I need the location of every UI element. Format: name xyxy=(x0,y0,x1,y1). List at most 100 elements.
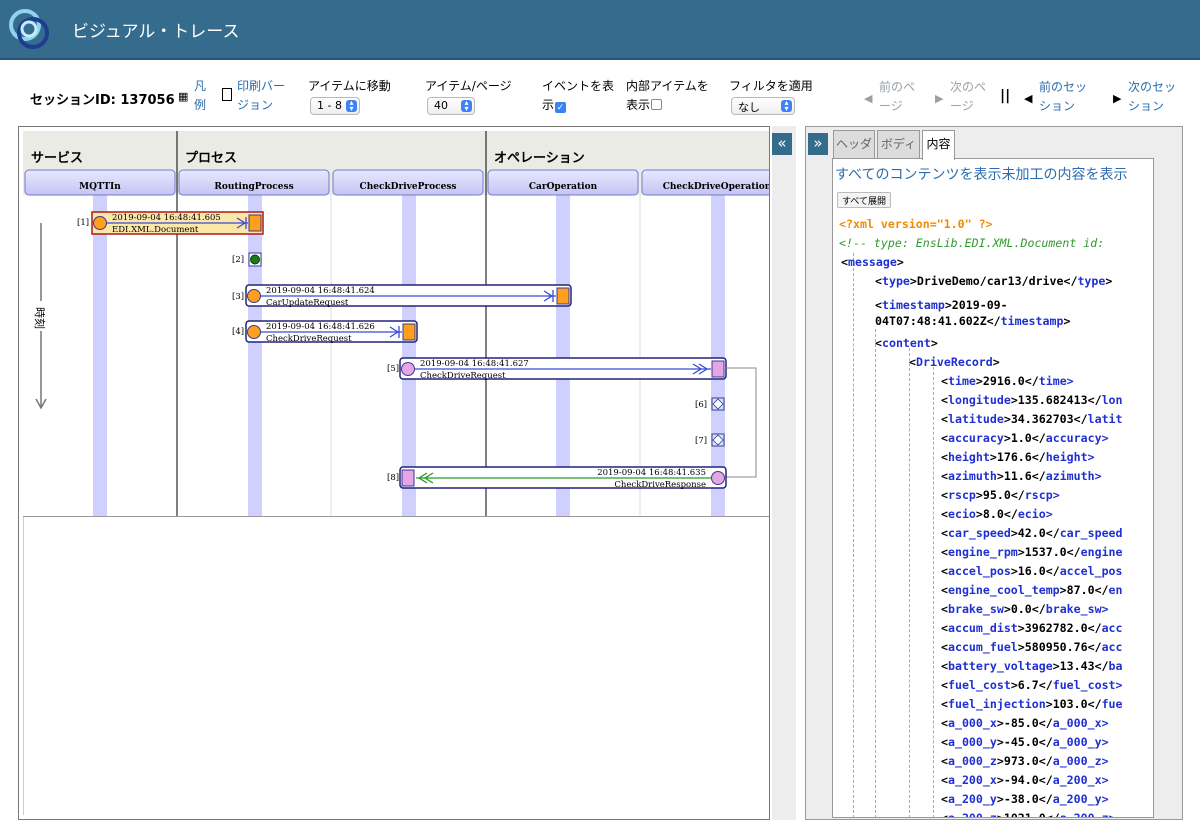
lifeline-routingprocess xyxy=(248,195,262,516)
prev-session-button[interactable]: ◀ 前のセッ ション xyxy=(1024,78,1094,118)
double-chevron-right-icon: » xyxy=(813,134,823,152)
show-events-text: 示 xyxy=(542,98,555,112)
filter-value: なし xyxy=(738,101,760,114)
message-3[interactable]: [3] 2019-09-04 16:48:41.624 CarUpdateReq… xyxy=(232,284,572,308)
xml-field-rscp[interactable]: <rscp>95.0</rscp> xyxy=(941,488,1060,502)
expand-panel-button[interactable]: » xyxy=(808,133,828,155)
host-caroperation[interactable]: CarOperation xyxy=(487,169,639,196)
per-page-value: 40 xyxy=(434,99,448,112)
xml-tag: fuel_injection xyxy=(947,697,1046,711)
per-page-select[interactable]: 40 ▴▾ xyxy=(427,97,475,115)
message-number: [8] xyxy=(387,473,399,483)
show-all-contents-link[interactable]: すべてのコンテンツを表示 xyxy=(835,167,1002,183)
next-session-label-1: 次のセッ xyxy=(1128,80,1177,94)
xml-field-a_000_z[interactable]: <a_000_z>973.0</a_000_z> xyxy=(941,754,1109,768)
xml-field-brake_sw[interactable]: <brake_sw>0.0</brake_sw> xyxy=(941,602,1109,616)
xml-field-fuel_cost[interactable]: <fuel_cost>6.7</fuel_cost> xyxy=(941,678,1123,692)
xml-field-time[interactable]: <time>2916.0</time> xyxy=(941,374,1074,388)
xml-close-tag: brake_sw> xyxy=(1045,602,1109,616)
xml-field-accum_dist[interactable]: <accum_dist>3962782.0</acc xyxy=(941,621,1123,635)
host-checkdriveoperation[interactable]: CheckDriveOperation xyxy=(641,169,769,196)
xml-field-a_000_y[interactable]: <a_000_y>-45.0</a_000_y> xyxy=(941,735,1109,749)
xml-close-tag: fue xyxy=(1101,697,1123,711)
show-internal-label-2: 表示 xyxy=(626,96,663,115)
xml-field-a_200_y[interactable]: <a_200_y>-38.0</a_200_y> xyxy=(941,792,1109,806)
pause-icon[interactable]: || xyxy=(1000,88,1011,104)
toolbar: セッションID: 137056 ▦ 凡 例 印刷バー ジョン アイテムに移動 1… xyxy=(0,62,1200,124)
xml-node-driverecord[interactable]: <DriveRecord> xyxy=(909,355,1000,369)
message-time: 2019-09-04 16:48:41.635 xyxy=(597,468,706,478)
host-routingprocess[interactable]: RoutingProcess xyxy=(178,169,330,196)
show-internal-checkbox[interactable] xyxy=(651,99,663,110)
xml-field-a_200_z[interactable]: <a_200_z>1021.0</a_200_z> xyxy=(941,809,1116,818)
tab-header[interactable]: ヘッダ xyxy=(833,130,875,158)
xml-field-accel_pos[interactable]: <accel_pos>16.0</accel_pos xyxy=(941,564,1123,578)
xml-field-engine_rpm[interactable]: <engine_rpm>1537.0</engine xyxy=(941,545,1123,559)
xml-field-engine_cool_temp[interactable]: <engine_cool_temp>87.0</en xyxy=(941,583,1123,597)
arrow-left-icon: ◀ xyxy=(864,92,873,105)
view-links: すべてのコンテンツを表示未加工の内容を表示 xyxy=(835,164,1127,184)
xml-field-fuel_injection[interactable]: <fuel_injection>103.0</fue xyxy=(941,697,1123,711)
host-checkdriveprocess[interactable]: CheckDriveProcess xyxy=(332,169,484,196)
xml-close-tag: a_200_z> xyxy=(1059,811,1116,818)
xml-field-car_speed[interactable]: <car_speed>42.0</car_speed xyxy=(941,526,1123,540)
host-label: CheckDriveProcess xyxy=(360,182,457,192)
message-2[interactable]: [2] xyxy=(232,252,262,267)
xml-value: 103.0 xyxy=(1052,697,1088,711)
xml-field-latitude[interactable]: <latitude>34.362703</latit xyxy=(941,412,1123,426)
message-4[interactable]: [4] 2019-09-04 16:48:41.626 CheckDriveRe… xyxy=(232,320,418,344)
message-number: [3] xyxy=(232,292,244,302)
host-mqttin[interactable]: MQTTIn xyxy=(24,169,176,196)
xml-node-timestamp[interactable]: <timestamp>2019-09- xyxy=(875,298,1008,312)
xml-close-tag: a_200_x> xyxy=(1052,773,1109,787)
host-label: CheckDriveOperation xyxy=(663,182,769,192)
xml-declaration-text: <?xml version="1.0" ?> xyxy=(839,217,993,231)
collapse-panel-button[interactable]: « xyxy=(772,133,792,155)
xml-field-accuracy[interactable]: <accuracy>1.0</accuracy> xyxy=(941,431,1109,445)
next-page-button[interactable]: ▶ 次のペ ージ xyxy=(935,78,995,118)
tab-body[interactable]: ボディ xyxy=(877,130,920,158)
xml-tag: latitude xyxy=(947,412,1004,426)
prev-page-button[interactable]: ◀ 前のペ ージ xyxy=(864,78,924,118)
xml-tag: longitude xyxy=(947,393,1011,407)
message-name: CheckDriveResponse xyxy=(614,480,706,490)
message-number: [5] xyxy=(387,364,399,374)
message-8[interactable]: [8] 2019-09-04 16:48:41.635 CheckDriveRe… xyxy=(387,466,727,490)
xml-close-tag: accuracy> xyxy=(1045,431,1109,445)
xml-field-battery_voltage[interactable]: <battery_voltage>13.43</ba xyxy=(941,659,1123,673)
xml-field-longitude[interactable]: <longitude>135.682413</lon xyxy=(941,393,1123,407)
xml-field-accum_fuel[interactable]: <accum_fuel>580950.76</acc xyxy=(941,640,1123,654)
xml-close-tag: fuel_cost> xyxy=(1052,678,1123,692)
xml-tag: time xyxy=(947,374,976,388)
expand-all-button[interactable]: すべて展開 xyxy=(837,192,892,208)
xml-tag: fuel_cost xyxy=(947,678,1011,692)
response-connector xyxy=(726,367,757,478)
message-1[interactable]: [1] 2019-09-04 16:48:41.605 EDI.XML.Docu… xyxy=(77,211,264,235)
xml-node-type[interactable]: <type>DriveDemo/car13/drive</type> xyxy=(875,274,1113,288)
per-page-label: アイテム/ページ xyxy=(425,79,512,93)
show-events-checkbox[interactable]: ✓ xyxy=(555,102,567,113)
xml-field-a_200_x[interactable]: <a_200_x>-94.0</a_200_x> xyxy=(941,773,1109,787)
xml-field-a_000_x[interactable]: <a_000_x>-85.0</a_000_x> xyxy=(941,716,1109,730)
select-arrow-icon: ▴▾ xyxy=(461,99,472,113)
tab-contents[interactable]: 内容 xyxy=(922,130,955,160)
message-5[interactable]: [5] 2019-09-04 16:48:41.627 CheckDriveRe… xyxy=(387,357,727,381)
xml-close-tag: a_000_x> xyxy=(1052,716,1109,730)
next-session-button[interactable]: ▶ 次のセッ ション xyxy=(1113,78,1193,118)
xml-tree: <?xml version="1.0" ?> <!-- type: EnsLib… xyxy=(839,215,1153,818)
filter-select[interactable]: なし ▴▾ xyxy=(731,97,795,115)
show-raw-contents-link[interactable]: 未加工の内容を表示 xyxy=(1001,167,1128,183)
xml-value: -85.0 xyxy=(1003,716,1039,730)
xml-node-content[interactable]: <content> xyxy=(875,336,938,350)
goto-select[interactable]: 1 - 8 ▴▾ xyxy=(310,97,360,115)
event-6[interactable]: [6] xyxy=(695,397,725,411)
group-label-processes: プロセス xyxy=(185,151,237,166)
host-label: RoutingProcess xyxy=(214,182,293,192)
xml-field-azimuth[interactable]: <azimuth>11.6</azimuth> xyxy=(941,469,1102,483)
xml-field-ecio[interactable]: <ecio>8.0</ecio> xyxy=(941,507,1053,521)
xml-tag: battery_voltage xyxy=(947,659,1053,673)
event-7[interactable]: [7] xyxy=(695,433,725,447)
lifeline-caroperation xyxy=(556,195,570,516)
xml-node-message[interactable]: <message> xyxy=(841,255,904,269)
xml-field-height[interactable]: <height>176.6</height> xyxy=(941,450,1095,464)
